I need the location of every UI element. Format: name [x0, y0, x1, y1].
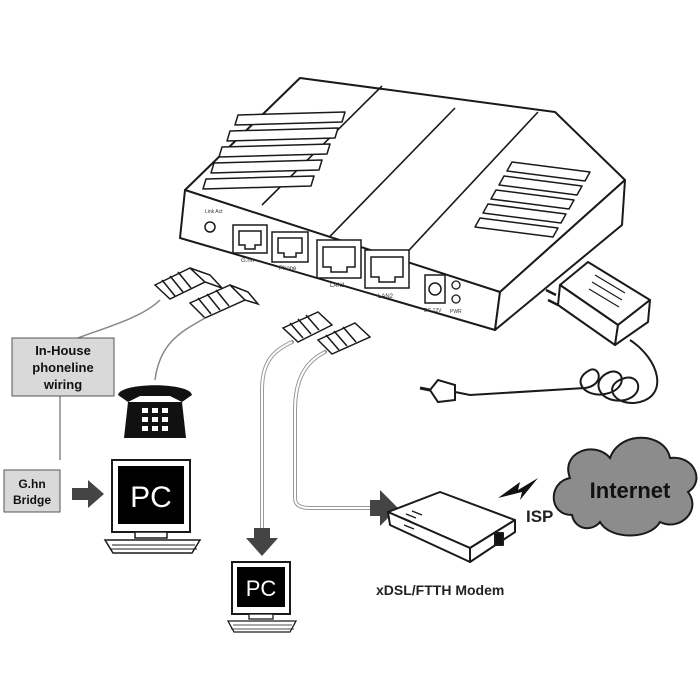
link-act-led: Link Act [204, 209, 223, 233]
bridge-label-box: G.hn Bridge [3, 469, 61, 513]
pwr-led [451, 280, 461, 304]
port-phone-label: Phone [279, 266, 297, 272]
pc-large-icon: PC [103, 459, 202, 554]
arrow-bridge-pc-icon [72, 480, 104, 508]
port-lan1-label: LAN1 [330, 283, 346, 289]
power-plug-icon [419, 378, 456, 404]
modem-label: xDSL/FTTH Modem [376, 582, 504, 598]
inhouse-line3: wiring [43, 377, 82, 392]
isp-label: ISP [526, 507, 553, 526]
plug-phone [188, 284, 261, 319]
port-lan1 [316, 239, 362, 279]
phoneline-wire-phone [154, 317, 206, 381]
cable-lan-pc [260, 340, 294, 542]
power-adapter-icon [545, 261, 651, 346]
port-dc [424, 274, 446, 304]
modem-icon [387, 491, 516, 563]
arrow-down-pc-icon [246, 528, 278, 556]
plug-lan1 [281, 311, 334, 343]
port-ghn [232, 224, 268, 254]
power-cable [454, 339, 659, 404]
pc-large-label: PC [130, 481, 172, 514]
pc-small-icon: PC [226, 561, 298, 633]
vent-left-icon [202, 111, 346, 190]
vent-right-icon [474, 161, 591, 238]
port-ghn-label: G.hn [241, 258, 254, 264]
port-lan2 [364, 249, 410, 289]
port-lan2-label: LAN2 [378, 294, 394, 300]
port-dc-label: DC 12V [424, 308, 442, 314]
inhouse-line2: phoneline [32, 360, 93, 375]
internet-label: Internet [590, 478, 671, 503]
lightning-icon [498, 478, 538, 500]
bridge-line2: Bridge [13, 493, 51, 507]
arrow-modem-icon [370, 490, 398, 526]
cable-lan-modem [293, 350, 374, 510]
plug-lan2 [316, 322, 372, 355]
pwr-label: PWR [450, 309, 462, 315]
inhouse-label-box: In-House phoneline wiring [11, 337, 115, 397]
internet-cloud-icon [552, 436, 698, 537]
bridge-line1: G.hn [18, 477, 45, 491]
pc-small-label: PC [246, 576, 277, 601]
link-act-label: Link Act [205, 209, 223, 215]
telephone-icon [118, 385, 192, 438]
port-phone [271, 231, 309, 263]
router-side [494, 179, 626, 331]
inhouse-line1: In-House [35, 343, 91, 358]
